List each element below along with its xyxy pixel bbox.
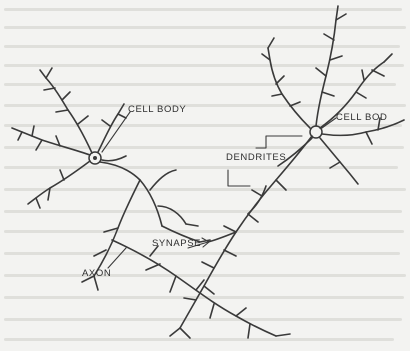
cell-body-label-right: CELL BOD — [336, 112, 387, 123]
left-neuron-dendrites — [12, 68, 126, 208]
synapse-label: SYNAPSE — [152, 238, 201, 249]
right-neuron-axon — [170, 136, 312, 338]
left-neuron-axon — [82, 162, 290, 338]
right-neuron — [170, 6, 404, 338]
cell-body-label-left: CELL BODY — [128, 104, 186, 115]
dendrites-label: DENDRITES — [226, 152, 286, 163]
axon-label: AXON — [82, 268, 111, 279]
